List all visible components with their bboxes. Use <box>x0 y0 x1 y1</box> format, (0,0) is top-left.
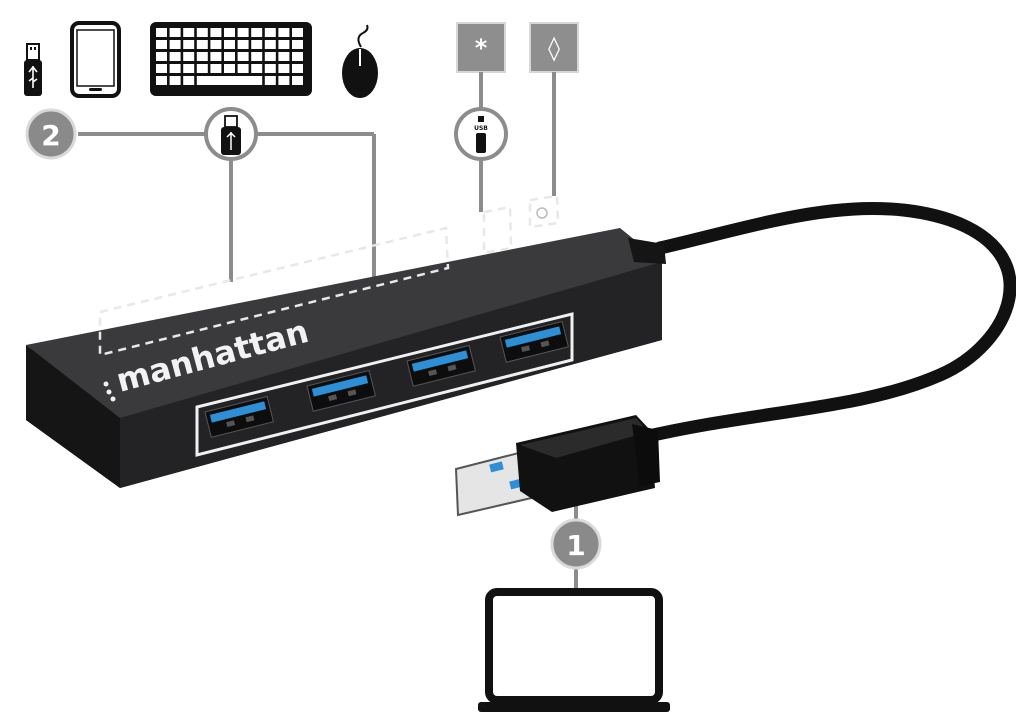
usb-a-port <box>499 320 569 363</box>
keyboard-key <box>169 76 181 85</box>
keyboard-key <box>237 40 249 49</box>
dashed-markers <box>98 194 560 357</box>
keyboard-key <box>278 52 290 61</box>
micro-usb-plug-callout-icon: USB <box>454 107 508 161</box>
keyboard-key <box>183 64 195 73</box>
keyboard-key <box>292 40 303 49</box>
keyboard-key <box>196 28 208 37</box>
keyboard-key <box>210 52 222 61</box>
keyboard-key <box>210 40 222 49</box>
keyboard-key <box>183 52 195 61</box>
keyboard-key <box>264 40 276 49</box>
keyboard-key <box>292 64 303 73</box>
keyboard-key <box>292 28 303 37</box>
keyboard-key <box>278 28 290 37</box>
keyboard-key <box>196 52 208 61</box>
indicator-symbol-box: ◊ <box>529 22 579 73</box>
keyboard-key <box>156 40 167 49</box>
keyboard-key <box>210 64 222 73</box>
power-symbol-label: * <box>475 34 488 62</box>
usb-hub <box>26 228 666 488</box>
keyboard-key <box>251 40 263 49</box>
keyboard-key <box>224 40 235 49</box>
keyboard-icon <box>150 22 312 96</box>
keyboard-key <box>196 40 208 49</box>
keyboard-key <box>264 28 276 37</box>
keyboard-key <box>169 64 181 73</box>
usb-flash-drive-icon <box>24 43 42 96</box>
keyboard-key <box>292 76 303 85</box>
callout-1: 1 <box>550 518 602 570</box>
usb-a-connector <box>454 415 660 517</box>
usb-cable <box>633 201 1016 445</box>
keyboard-key <box>278 64 290 73</box>
keyboard-key <box>210 28 222 37</box>
keyboard-key <box>156 52 167 61</box>
power-symbol-box: * <box>456 22 506 73</box>
brand-dots <box>103 381 116 402</box>
keyboard-key <box>237 52 249 61</box>
keyboard-key <box>251 52 263 61</box>
keyboard-key <box>251 64 263 73</box>
usb-a-port <box>406 344 476 387</box>
keyboard-key <box>169 28 181 37</box>
keyboard-key <box>183 76 195 85</box>
callout-1-number: 1 <box>566 529 585 562</box>
keyboard-key <box>156 64 167 73</box>
keyboard-key <box>264 52 276 61</box>
usb-a-port <box>306 369 376 412</box>
keyboard-key <box>224 28 235 37</box>
keyboard-key <box>292 52 303 61</box>
usb-a-ports <box>204 320 569 438</box>
micro-usb-label: USB <box>474 125 488 132</box>
keyboard-key <box>264 64 276 73</box>
keyboard-key <box>183 28 195 37</box>
keyboard-key <box>251 28 263 37</box>
indicator-symbol-label: ◊ <box>548 34 560 62</box>
keyboard-key <box>169 40 181 49</box>
mouse-icon <box>342 24 378 98</box>
usb-a-plug-callout-icon <box>204 107 258 161</box>
keyboard-spacebar <box>196 76 263 85</box>
keyboard-key <box>156 76 167 85</box>
led-indicator <box>536 207 548 219</box>
usb-a-port <box>204 395 274 438</box>
keyboard-key <box>278 40 290 49</box>
callout-2-number: 2 <box>41 119 60 152</box>
keyboard-key <box>237 28 249 37</box>
keyboard-key <box>183 40 195 49</box>
keyboard-key <box>237 64 249 73</box>
keyboard-key <box>156 28 167 37</box>
callout-2: 2 <box>25 108 77 160</box>
keyboard-key <box>224 52 235 61</box>
ports-outline <box>195 312 574 457</box>
keyboard-key <box>278 76 290 85</box>
keyboard-key <box>169 52 181 61</box>
tablet-icon <box>70 21 121 98</box>
laptop-icon <box>478 588 670 712</box>
keyboard-key <box>224 64 235 73</box>
keyboard-key <box>196 64 208 73</box>
keyboard-key <box>264 76 276 85</box>
